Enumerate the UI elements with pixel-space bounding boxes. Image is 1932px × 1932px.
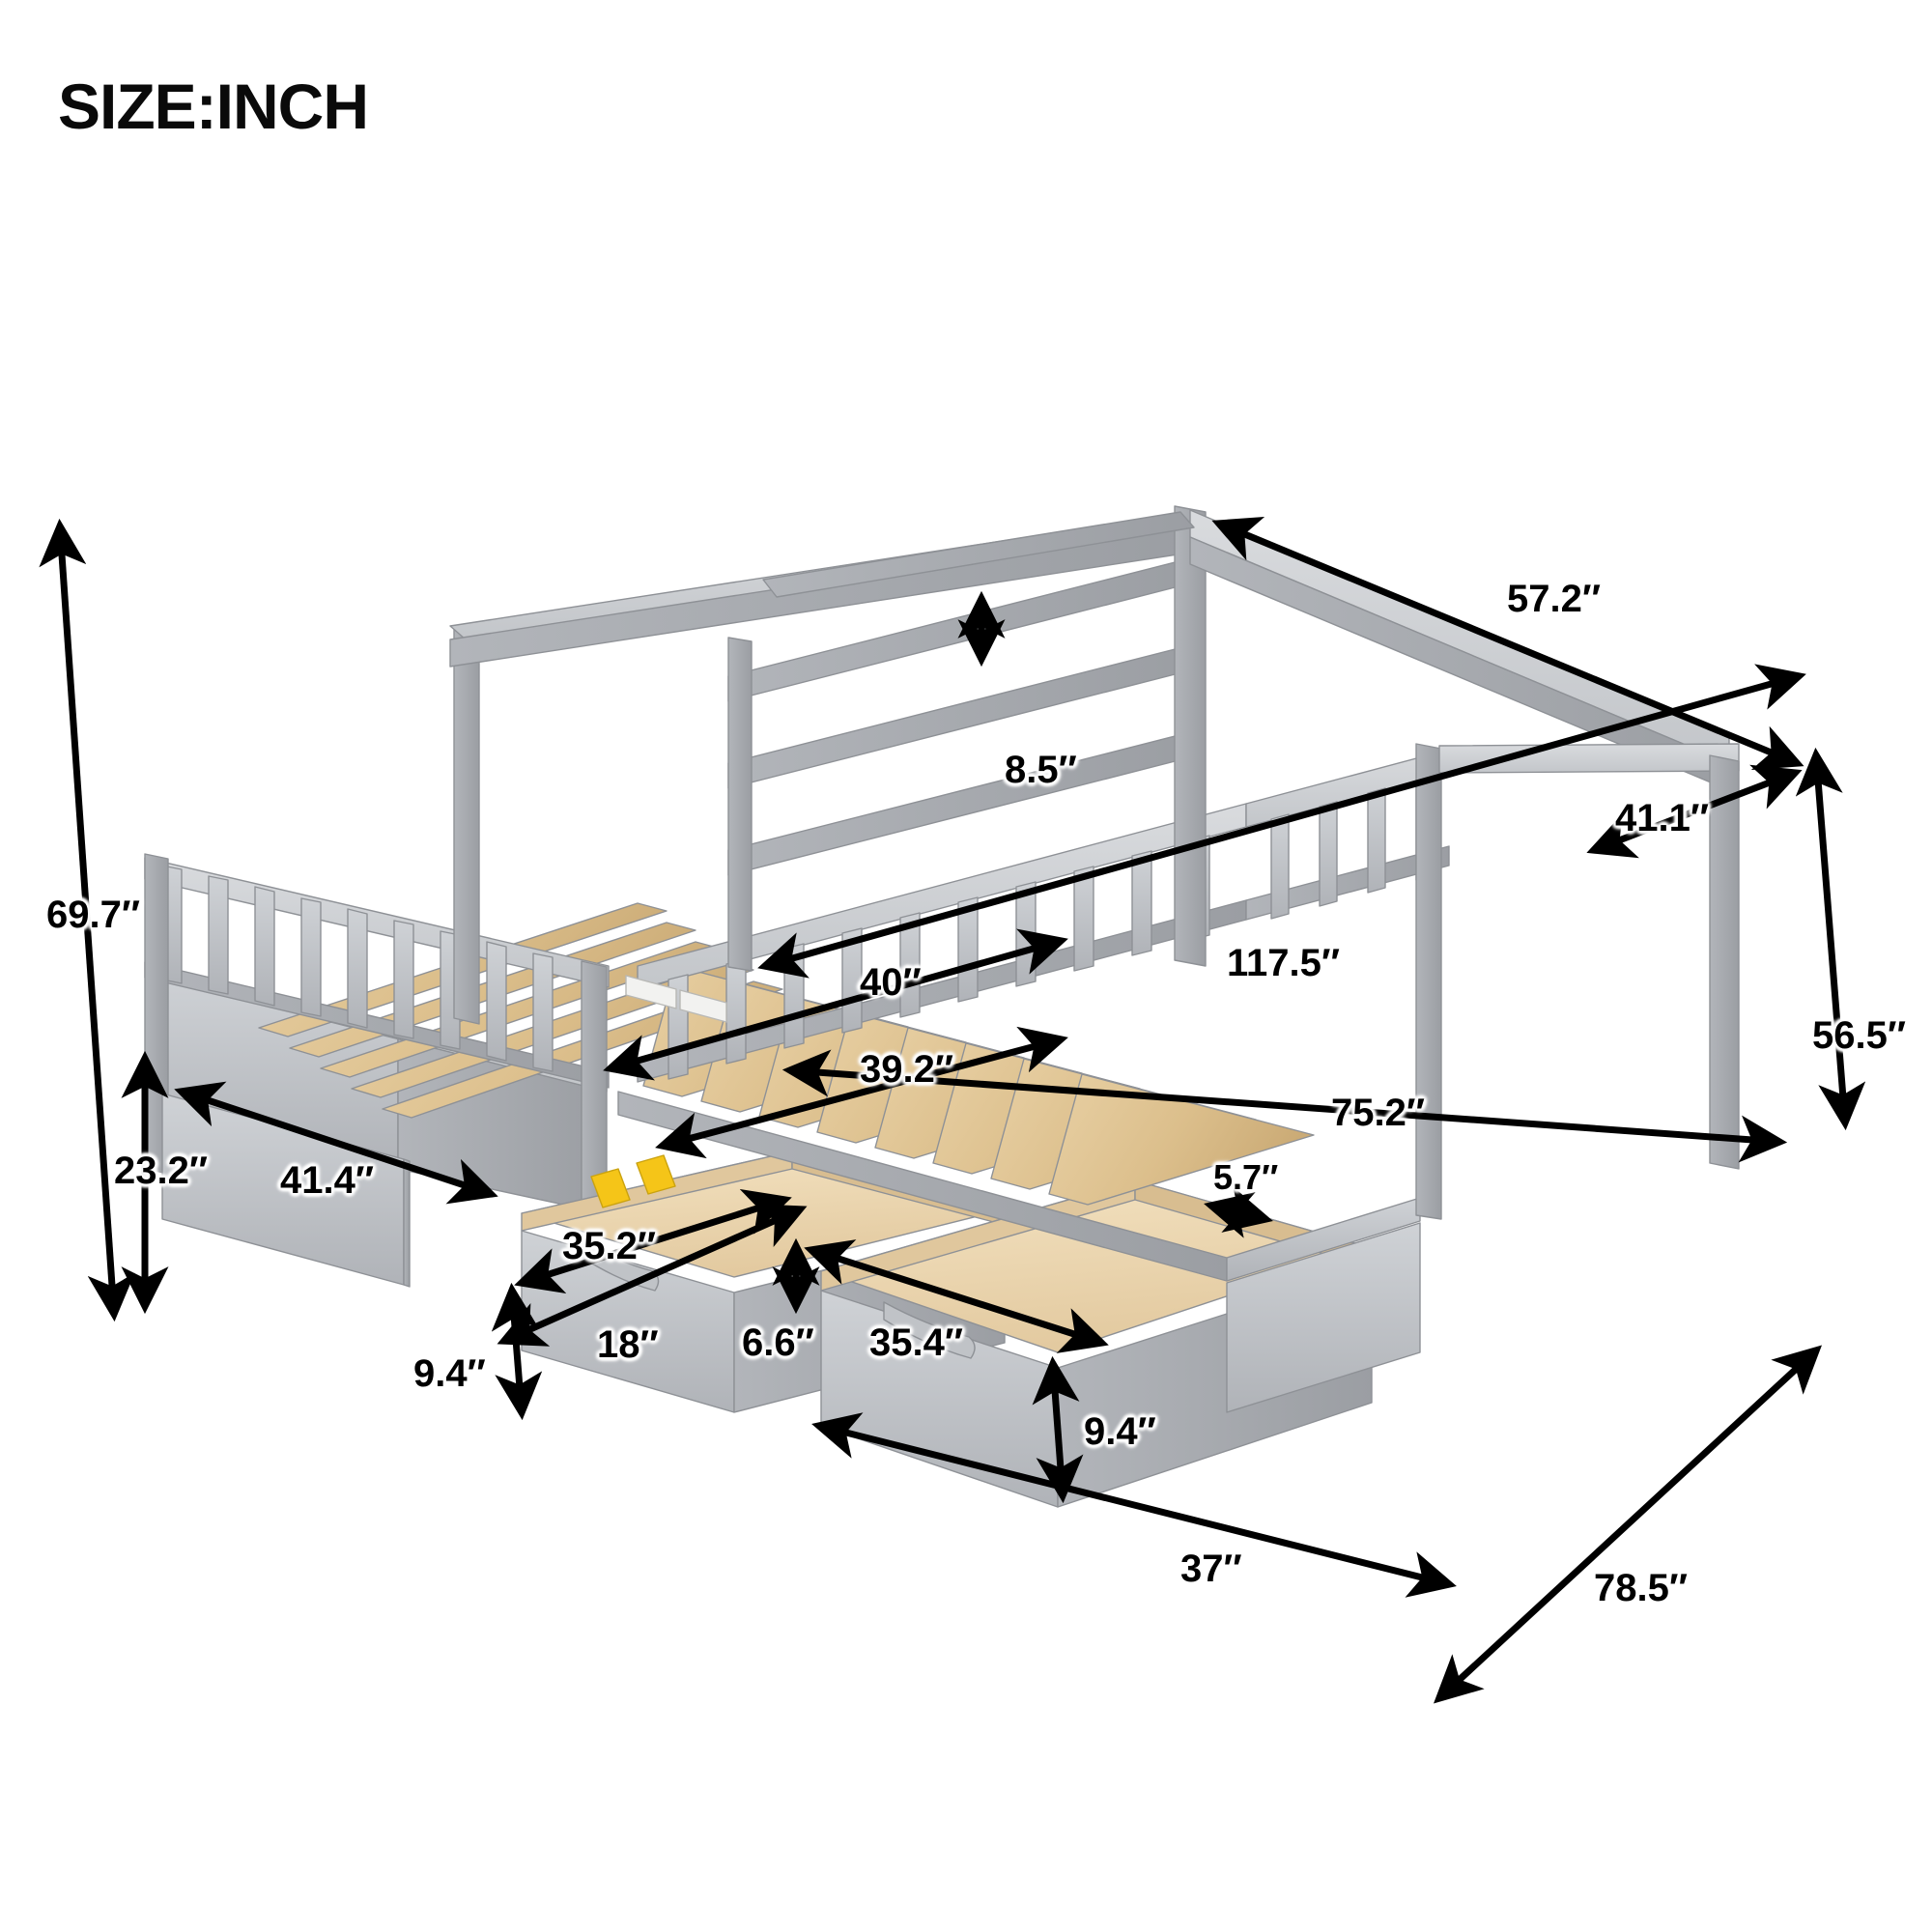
dim-label-roof-left: 57.2″ [1507,578,1602,620]
dim-label-long-mattress: 75.2″ [1331,1092,1426,1134]
dim-label-overall-depth: 78.5″ [1594,1567,1689,1609]
dim-label-post-right: 56.5″ [1812,1014,1907,1057]
arrow-overall-height [39,518,135,1322]
dim-label-long-width: 39.2″ [860,1048,954,1091]
dim-label-short-inner: 40″ [860,961,922,1004]
arrow-long-length [757,664,1806,979]
arrow-drawer-h-left [491,1282,543,1421]
left-bed-guard-rail [144,853,610,1218]
arrow-roof-left [1211,517,1804,770]
dim-label-drawer-interior: 6.6″ [742,1321,814,1364]
dim-label-long-length: 117.5″ [1227,942,1341,984]
dim-label-drawer-center-w: 35.4″ [869,1321,964,1364]
dim-label-rail-gap: 8.5″ [1005,749,1077,791]
dim-label-slat-gap: 5.7″ [1213,1157,1279,1197]
arrow-slat-gap [1204,1186,1273,1238]
dim-label-drawer-right-w: 37″ [1180,1548,1242,1590]
arrow-short-length [174,1081,498,1205]
dim-label-drawer-h-left: 9.4″ [413,1352,486,1395]
dim-label-roof-right: 41.1″ [1615,797,1710,839]
dim-label-clearance: 23.2″ [114,1150,209,1192]
arrow-drawer-depth [514,1188,792,1294]
arrow-post-right [1795,747,1866,1131]
page-title: SIZE:INCH [58,71,369,142]
dim-label-drawer-h-right: 9.4″ [1084,1410,1156,1453]
dim-label-overall-height: 69.7″ [46,894,141,936]
arrow-drawer-center-w [804,1239,1109,1353]
arrow-long-mattress [781,1049,1788,1163]
dim-label-short-length: 41.4″ [280,1159,375,1202]
arrow-short-inner [603,928,1068,1081]
dim-label-drawer-depth: 18″ [597,1323,659,1366]
arrow-drawer-right-w [811,1412,1457,1598]
arrow-overall-depth [1433,1345,1823,1704]
dim-label-short-slat: 35.2″ [562,1225,657,1267]
arrow-drawer-h-right [1032,1355,1084,1504]
